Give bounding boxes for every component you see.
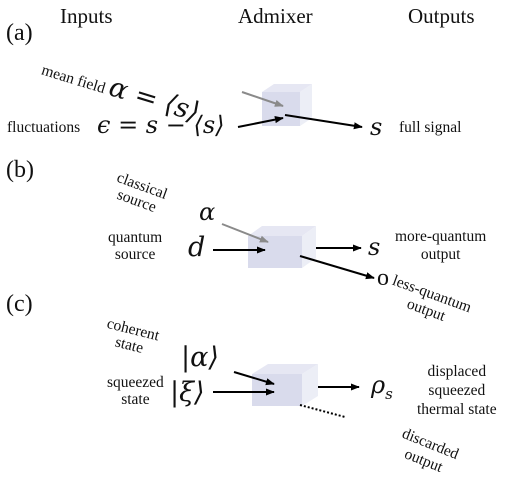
quantum-source-label: quantum source — [108, 229, 162, 263]
squeezed-line2: state — [121, 391, 150, 409]
quantum-symbol: d — [188, 232, 206, 263]
more-quantum-symbol: s — [368, 233, 381, 261]
more-quantum-line1: more-quantum — [395, 228, 487, 245]
squeezed-symbol: |ξ⟩ — [170, 377, 205, 408]
admixer-cube-b — [248, 226, 316, 268]
output-c-line1: displaced — [427, 363, 487, 380]
arrow-a-fluctuations — [237, 116, 284, 128]
cube-a-front — [262, 92, 300, 126]
cube-b-top — [248, 226, 316, 236]
header-inputs: Inputs — [60, 4, 113, 28]
output-c-line3: thermal state — [417, 400, 497, 418]
output-symbol-a: s — [370, 113, 383, 141]
arrow-a-mean-field — [241, 91, 284, 107]
header-outputs: Outputs — [408, 4, 475, 28]
more-quantum-line2: output — [420, 245, 461, 263]
cube-b-front — [248, 236, 302, 268]
panel-tag-c: (c) — [6, 291, 33, 317]
arrow-c-coherent — [233, 371, 275, 386]
output-c-line2: squeezed — [428, 381, 486, 399]
full-signal-text: full signal — [399, 119, 462, 136]
coherent-symbol: |α⟩ — [181, 342, 219, 373]
less-quantum-symbol: o — [377, 265, 389, 291]
cube-c-top — [252, 364, 318, 374]
classical-symbol: α — [199, 198, 216, 226]
fluctuations-equation: ϵ = s − ⟨s⟩ — [97, 111, 225, 139]
admixer-cube-c — [252, 364, 318, 406]
discard-line-c — [299, 404, 346, 418]
fluctuations-text: fluctuations — [7, 119, 81, 136]
header-admixer: Admixer — [238, 4, 313, 28]
panel-tag-a: (a) — [6, 20, 33, 46]
quantum-line2: source — [114, 246, 156, 264]
arrow-a-output — [284, 114, 363, 130]
arrow-b-classical — [221, 223, 269, 243]
rho-s-symbol: ρs — [371, 373, 393, 402]
displaced-squeezed-thermal-label: displaced squeezed thermal state — [417, 363, 497, 420]
rho-subscript: s — [385, 384, 393, 403]
cube-a-top — [262, 84, 312, 92]
cube-a-side — [300, 84, 312, 126]
admixer-cube-a — [262, 84, 312, 126]
squeezed-line1: squeezed — [107, 374, 164, 391]
arrow-b-less-quantum — [299, 255, 375, 280]
panel-tag-b: (b) — [6, 157, 34, 183]
quantum-line1: quantum — [108, 229, 163, 246]
cube-c-side — [302, 364, 318, 406]
more-quantum-label: more-quantum output — [395, 228, 486, 264]
rho-symbol: ρ — [371, 371, 386, 399]
squeezed-state-label: squeezed state — [107, 374, 164, 408]
